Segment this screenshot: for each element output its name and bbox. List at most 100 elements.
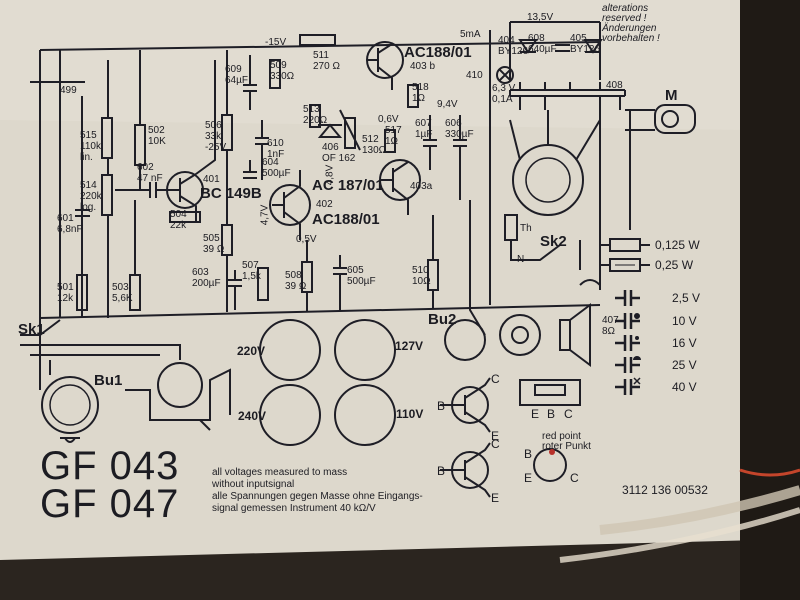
pinout-b-2: B [437,464,446,478]
thermistor-label: Th [520,223,532,234]
sk1-label: Sk1 [18,321,45,338]
component-608-line: 608 [528,33,545,44]
pinout-c-1: C [491,372,500,386]
component-515-line: 110k [80,141,101,152]
header-note-line-2: reserved ! [602,13,647,24]
legend-label-10v: 10 V [672,314,697,328]
component-508-line: 39 Ω [285,281,307,292]
legend-label-16v: 16 V [672,336,697,350]
component-604-line: 604 [262,157,279,168]
component-512-line: 130Ω [362,145,387,156]
component-601-line: 601 [57,213,74,224]
component-517-line: 1Ω [385,136,399,147]
component-506-line: 506 [205,120,222,131]
component-602-line: 602 [137,162,154,173]
voltage-minus15: -15V [265,37,287,48]
sk2-label: Sk2 [540,233,567,250]
component-515-line: lin. [80,152,93,163]
ground-rail [39,304,601,319]
component-514-line: log. [80,202,97,213]
component-606-line: 330µF [445,129,474,140]
component-tr408-line: 408 [606,80,623,91]
component-514-line: 220k [80,191,102,202]
legend-label-25v: 25 V [672,358,697,372]
component-603-line: 603 [192,267,209,278]
component-513-line: 513 [303,104,320,115]
component-609-line: 64µF [225,75,248,86]
component-speaker-line: 8Ω [602,326,616,337]
component-602-line: 47 nF [137,173,163,184]
legend-label-40v: 40 V [672,380,697,394]
q402-id: 402 [316,199,333,210]
bu2-label: Bu2 [428,311,457,328]
ebc-b: B [547,407,556,421]
model-gf043: GF 043 [40,444,180,488]
component-406-line: 406 [322,142,339,153]
q402-type: AC 187/01 [312,177,384,194]
q401-type: BC 149B [200,185,262,202]
component-410: 410 [466,70,483,81]
measurement-note-line-4: signal gemessen Instrument 40 kΩ/V [212,503,376,514]
red-point-en: red point [542,431,581,442]
measurement-note-line-2: without inputsignal [212,479,295,490]
component-513-line: 220Ω [303,115,328,126]
voltage-9v4: 9,4V [437,99,458,110]
component-608-line: 640µF [528,44,557,55]
rpb-c: C [570,471,579,485]
component-505-line: 39 Ω [203,244,225,255]
legend-label-025w: 0,25 W [655,258,694,272]
q401-id: 401 [203,174,220,185]
component-502-line: 10K [148,136,166,147]
ebc-e: E [531,407,540,421]
component-405-line: BY126 [570,44,601,55]
pinout-e-2: E [491,491,500,505]
model-gf047: GF 047 [40,482,180,526]
motor-label: M [665,87,678,104]
component-505-line: 505 [203,233,220,244]
pinout-c-2: C [491,437,500,451]
component-507-line: 1,5k [242,271,261,282]
component-508-line: 508 [285,270,302,281]
component-404-line: BY126 [498,46,529,57]
bu1-label: Bu1 [94,372,123,389]
component-501-line: 12k [57,293,74,304]
voltage-0v6: 0,6V [378,114,399,125]
component-503-line: 503 [112,282,129,293]
component-504-line: 504 [170,209,187,220]
component-504-line: 22k [170,220,187,231]
component-518-line: 1Ω [412,93,426,104]
component-510-line: 510 [412,265,429,276]
red-point-marker [549,449,555,455]
component-609-line: 609 [225,64,242,75]
component-606-line: 606 [445,118,462,129]
legend-label-0125w: 0,125 W [655,238,700,252]
component-511-line: 270 Ω [313,61,340,72]
voltage-4v8: 4,8V [324,164,336,186]
component-502-line: 502 [148,125,165,136]
q403a-id: 403a [410,181,433,192]
component-lamp-line: 6,3 V [492,83,516,94]
component-405-line: 405 [570,33,587,44]
legend-cap-10v [615,313,640,329]
component-404-line: 404 [498,35,515,46]
legend-cap-16v [615,335,640,351]
